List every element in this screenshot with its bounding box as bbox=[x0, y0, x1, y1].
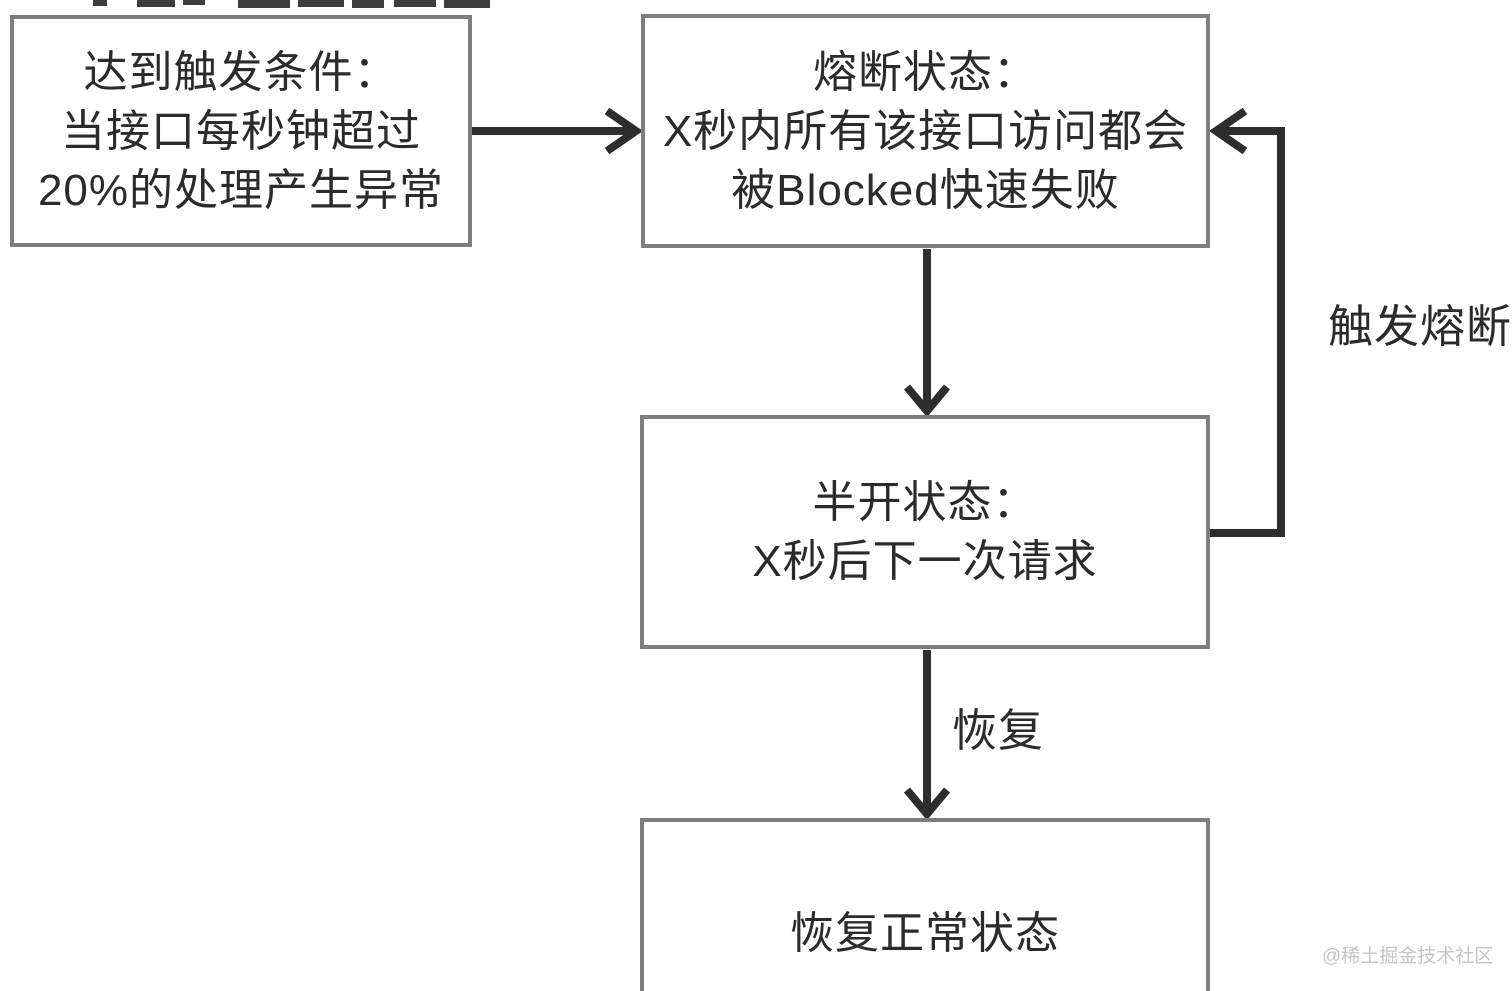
arrow-trigger-to-open bbox=[472, 107, 644, 155]
connector-half-open-to-open-loop bbox=[1208, 107, 1285, 537]
node-text-line: 半开状态： bbox=[812, 478, 1038, 527]
node-text-line: 达到触发条件： bbox=[83, 47, 399, 97]
node-text-line: 恢复正常状态 bbox=[790, 908, 1060, 958]
node-text-line: 被Blocked快速失败 bbox=[731, 165, 1120, 215]
node-text-line: 20%的处理产生异常 bbox=[37, 165, 445, 215]
arrow-half-open-to-normal bbox=[903, 650, 951, 821]
node-normal-state: 恢复正常状态 bbox=[640, 818, 1210, 991]
node-open-state: 熔断状态： X秒内所有该接口访问都会 被Blocked快速失败 bbox=[641, 14, 1210, 248]
node-text-line: 熔断状态： bbox=[813, 47, 1038, 97]
node-text-line: X秒内所有该接口访问都会 bbox=[662, 106, 1189, 156]
node-half-open-state: 半开状态： X秒后下一次请求 bbox=[640, 415, 1210, 649]
arrow-open-to-half-open bbox=[903, 249, 951, 418]
node-trigger-condition: 达到触发条件： 当接口每秒钟超过 20%的处理产生异常 bbox=[10, 15, 472, 247]
edge-label-recover: 恢复 bbox=[952, 705, 1045, 756]
node-text-line: X秒后下一次请求 bbox=[752, 537, 1098, 586]
watermark-text: @稀土掘金技术社区 bbox=[1322, 946, 1494, 967]
cropped-caption-fragments bbox=[0, 0, 520, 9]
node-text-line: 当接口每秒钟超过 bbox=[61, 106, 421, 156]
edge-label-trigger-break: 触发熔断 bbox=[1328, 301, 1512, 352]
